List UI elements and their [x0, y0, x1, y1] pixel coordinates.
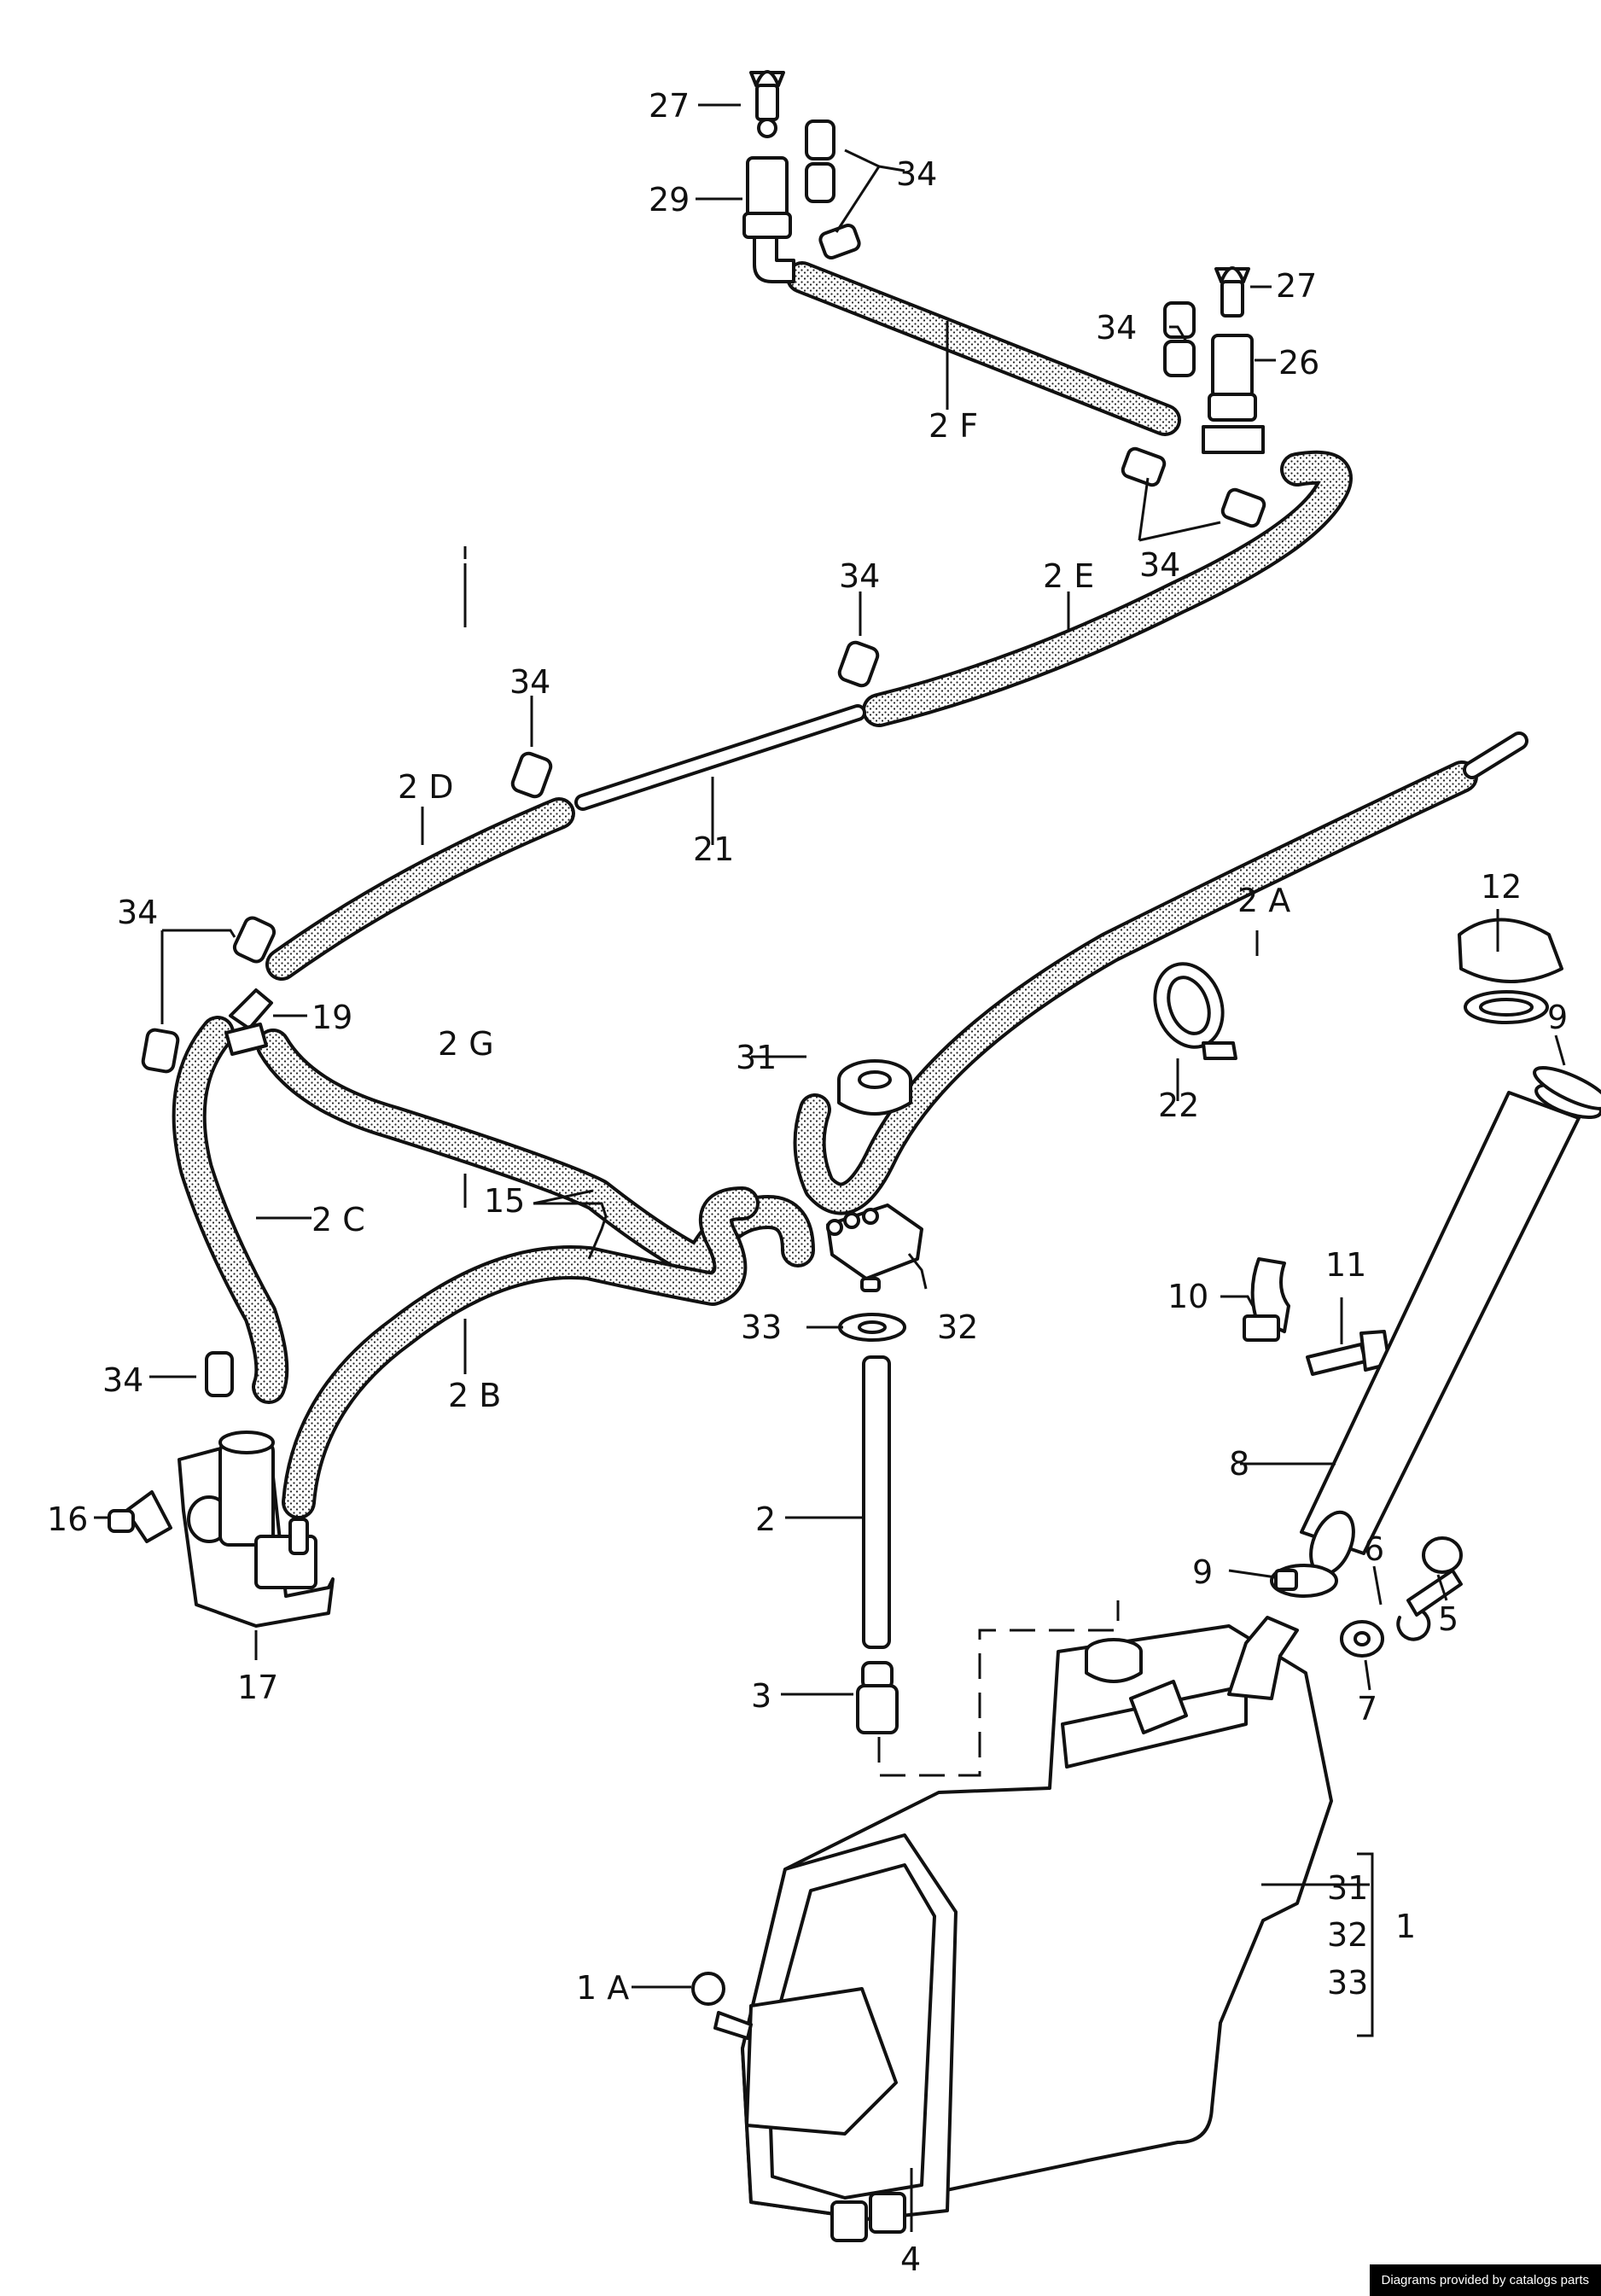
hose-clamp-bottom-part [1270, 1564, 1338, 1598]
tee-connector-part [224, 988, 273, 1056]
callout-16: 16 [47, 1501, 88, 1538]
hose-21 [578, 708, 863, 807]
callout-1a: 1 A [576, 1969, 629, 2007]
callout-11: 11 [1325, 1246, 1366, 1284]
hose-2c [175, 1019, 286, 1401]
callout-34-left: 34 [117, 894, 158, 931]
callout-27-left: 27 [649, 87, 690, 125]
callout-33: 33 [741, 1308, 782, 1346]
callout-27-right: 27 [1276, 267, 1317, 305]
hose-clip-part [1153, 962, 1237, 1060]
connector-group-mid [141, 640, 880, 1397]
washer-nozzle-left-part [749, 70, 785, 138]
callout-34-pump: 34 [102, 1361, 143, 1399]
connector-group-top [805, 119, 861, 260]
diagram-credit: Diagrams provided by catalogs parts [1369, 2264, 1601, 2296]
callout-kit-31: 31 [1327, 1869, 1368, 1907]
suction-pipe-part [862, 1355, 891, 1649]
callout-6: 6 [1364, 1530, 1384, 1568]
spring-washer-part [1396, 1607, 1431, 1641]
filler-cap-part [1458, 918, 1563, 1024]
callout-8: 8 [1229, 1445, 1249, 1483]
callout-34-right-low: 34 [1139, 546, 1180, 584]
hose-2e-outline [862, 450, 1353, 727]
callout-34-right-top: 34 [1096, 309, 1137, 347]
callout-12: 12 [1481, 868, 1522, 906]
callout-15: 15 [484, 1182, 525, 1220]
dashed-guide-line [877, 1600, 1120, 1777]
hose-2a [796, 764, 1475, 1212]
callout-2e: 2 E [1043, 557, 1094, 595]
level-sensor-part [826, 1203, 923, 1292]
washer-pump-part [178, 1431, 335, 1628]
callout-kit-32: 32 [1327, 1916, 1368, 1954]
hoses [172, 261, 1528, 1519]
hose-2e [865, 453, 1349, 724]
callouts: 27 29 34 2 F 27 34 26 34 34 2 E 34 2 D 2… [47, 87, 1568, 2278]
hose-2f [789, 265, 1178, 433]
bracket-part [1243, 1257, 1290, 1342]
kit-bracket [1261, 1852, 1374, 2037]
grommet-part [108, 1490, 172, 1543]
callout-3: 3 [751, 1677, 771, 1715]
callout-1: 1 [1395, 1908, 1416, 1945]
hose-clamp-top-part [1533, 1066, 1601, 1110]
callout-5: 5 [1438, 1600, 1458, 1638]
flat-washer-part [1340, 1620, 1384, 1658]
callout-2g: 2 G [438, 1025, 494, 1063]
filter-part [856, 1661, 899, 1734]
hose-2d [269, 801, 572, 977]
nut-part [837, 1059, 912, 1116]
washer-nozzle-right-part [1202, 266, 1265, 454]
hose-2a-tip [1466, 735, 1525, 776]
callout-34-top: 34 [896, 155, 937, 193]
callout-kit-33: 33 [1327, 1964, 1368, 2002]
callout-19: 19 [311, 999, 352, 1036]
callout-29: 29 [649, 181, 690, 219]
drain-plug-part [691, 1972, 753, 2040]
callout-2b: 2 B [448, 1377, 501, 1414]
callout-2f: 2 F [929, 407, 978, 445]
callout-34-mid: 34 [839, 557, 880, 595]
leader-lines [94, 103, 1566, 2232]
callout-34-d: 34 [509, 663, 550, 701]
hose-2b [285, 1190, 756, 1516]
screw-part [1406, 1536, 1463, 1617]
callout-32: 32 [937, 1308, 978, 1346]
callout-2d: 2 D [398, 768, 454, 806]
washer-reservoir-part [741, 1616, 1333, 2242]
callout-2: 2 [755, 1501, 776, 1538]
callout-9-top: 9 [1547, 999, 1568, 1036]
callout-2a: 2 A [1237, 882, 1290, 919]
callout-2c: 2 C [311, 1201, 365, 1238]
callout-10: 10 [1167, 1278, 1208, 1315]
filler-neck-hose-part [1300, 1083, 1601, 1576]
callout-4: 4 [900, 2241, 921, 2278]
connector-group-right [1121, 301, 1266, 528]
callout-7: 7 [1357, 1690, 1377, 1728]
callout-17: 17 [237, 1669, 278, 1706]
washer-jet-part [742, 156, 795, 283]
callout-26: 26 [1278, 344, 1319, 382]
callout-31: 31 [736, 1039, 777, 1076]
bolt-part [1306, 1330, 1391, 1376]
seal-washer-part [838, 1313, 906, 1342]
callout-22: 22 [1158, 1087, 1199, 1124]
hose-2g [259, 1032, 812, 1277]
callout-21: 21 [693, 830, 734, 868]
callout-9-bottom: 9 [1192, 1553, 1213, 1591]
